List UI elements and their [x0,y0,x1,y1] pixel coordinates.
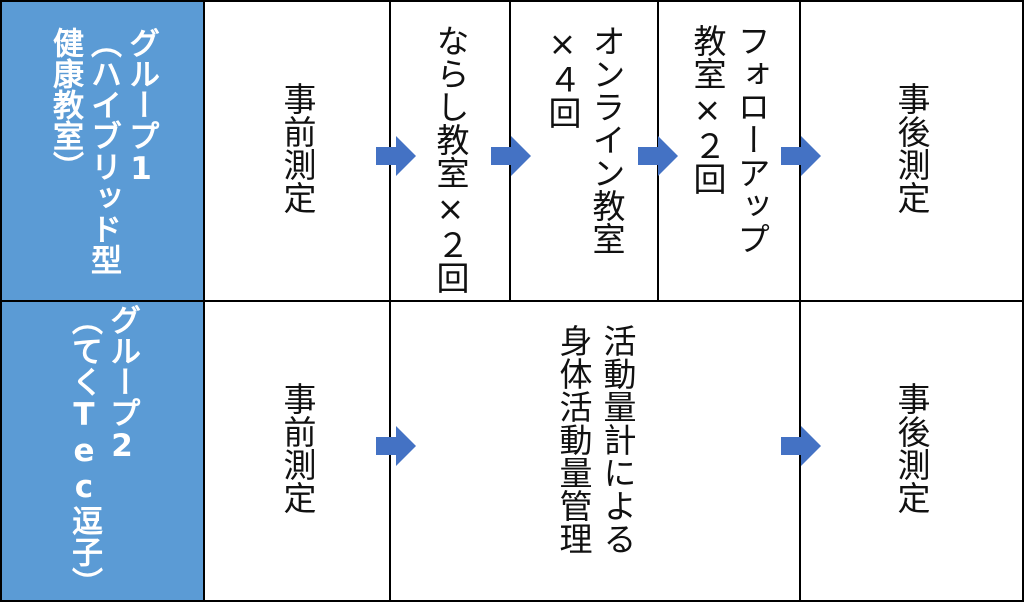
group1-header: グループ1 （ハイブリッド型 健康教室） [2,2,204,300]
group1-label: グループ1 （ハイブリッド型 健康教室） [47,27,159,275]
group1-step-online-class-label: オンライン教室 ×４回 [543,24,626,255]
group1-step-warmup-class: ならし教室×２回 [390,2,510,300]
row-divider [0,300,1024,302]
arrow-right-icon [781,136,821,176]
group2-label: グループ2 （てくTec逗子） [66,304,140,598]
group1-step-online-class: オンライン教室 ×４回 [510,2,658,300]
group2-step-activity-tracking: 活動量計による 身体活動量管理 [390,302,800,600]
arrow-right-icon [491,136,531,176]
group1-step-post-measure: 事後測定 [800,2,1022,300]
col-divider-header [203,0,205,602]
col-divider-pre [389,0,391,602]
group2-step-pre-measure: 事前測定 [204,302,390,600]
arrow-right-icon [376,426,416,466]
group1-step-pre-measure: 事前測定 [204,2,390,300]
group1-step-warmup-class-label: ならし教室×２回 [431,24,470,294]
group1-step-followup-class-label: フォローアップ 教室×２回 [688,24,771,255]
group1-step-followup-class: フォローアップ 教室×２回 [658,2,800,300]
outer-border-top [0,0,1024,2]
group2-header: グループ2 （てくTec逗子） [2,302,204,600]
group1-step-post-measure-label: 事後測定 [892,82,931,214]
col-divider-post [799,0,801,602]
group2-step-pre-measure-label: 事前測定 [278,382,317,514]
arrow-right-icon [376,136,416,176]
arrow-right-icon [781,426,821,466]
group1-step-pre-measure-label: 事前測定 [278,82,317,214]
outer-border-bottom [0,600,1024,602]
group2-step-activity-tracking-label: 活動量計による 身体活動量管理 [554,324,637,555]
arrow-right-icon [638,136,678,176]
group2-step-post-measure-label: 事後測定 [892,382,931,514]
group2-step-post-measure: 事後測定 [800,302,1022,600]
